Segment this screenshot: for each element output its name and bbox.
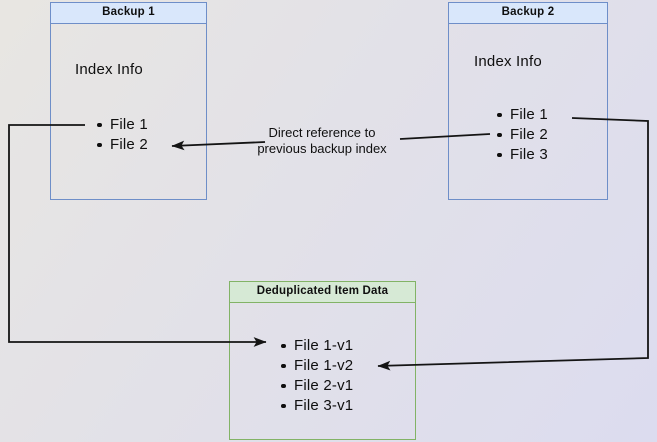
list-item: File 2-v1: [281, 376, 353, 396]
list-item: File 3: [497, 145, 548, 165]
backup2-index-info-label: Index Info: [474, 53, 542, 70]
list-item: File 2: [497, 125, 548, 145]
list-item: File 1: [97, 115, 148, 135]
dedup-title: Deduplicated Item Data: [230, 282, 415, 303]
annotation-line-2: previous backup index: [257, 141, 387, 156]
backup1-title: Backup 1: [51, 3, 206, 24]
list-item: File 2: [97, 135, 148, 155]
list-item: File 3-v1: [281, 396, 353, 416]
annotation-line-1: Direct reference to: [268, 125, 376, 140]
backup2-title: Backup 2: [449, 3, 607, 24]
list-item: File 1-v1: [281, 336, 353, 356]
backup1-index-info-label: Index Info: [75, 61, 143, 78]
list-item: File 1-v2: [281, 356, 353, 376]
direct-reference-annotation: Direct reference to previous backup inde…: [257, 125, 386, 157]
list-item: File 1: [497, 105, 548, 125]
